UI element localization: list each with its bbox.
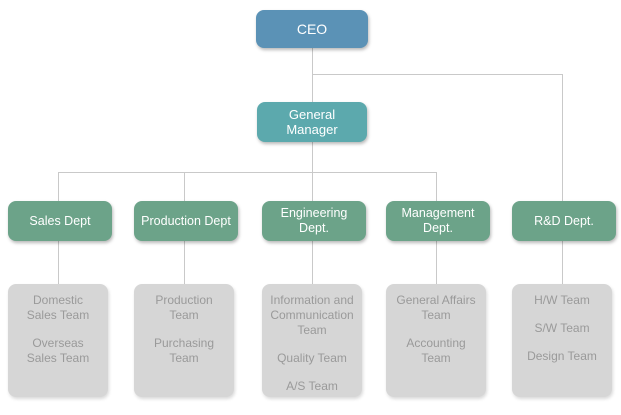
team-group-engineering: Information and Communication Team Quali… (262, 284, 362, 397)
connector-ceo-branch (312, 74, 563, 75)
team-item: Information and Communication Team (270, 293, 354, 337)
team-item: Purchasing Team (153, 336, 215, 365)
node-dept-rnd: R&D Dept. (512, 201, 616, 241)
team-group-production: Production Team Purchasing Team (134, 284, 234, 397)
node-dept-engineering: Engineering Dept. (262, 201, 366, 241)
dept-label: Sales Dept (29, 213, 91, 228)
dept-label: Production Dept (141, 213, 231, 228)
node-ceo: CEO (256, 10, 368, 48)
connector-rnd-teams (562, 241, 563, 284)
node-dept-production: Production Dept (134, 201, 238, 241)
team-group-rnd: H/W Team S/W Team Design Team (512, 284, 612, 397)
node-general-manager-label: General Manager (286, 106, 338, 137)
dept-label: R&D Dept. (534, 213, 594, 228)
connector-gm-bus (58, 172, 437, 173)
node-ceo-label: CEO (296, 20, 328, 37)
team-item: Domestic Sales Team (26, 293, 90, 322)
connector-drop-rnd-dept (562, 74, 563, 201)
node-dept-sales: Sales Dept (8, 201, 112, 241)
team-item: General Affairs Team (396, 293, 476, 322)
team-item: H/W Team (534, 293, 590, 307)
connector-production-teams (184, 241, 185, 284)
connector-ceo-to-gm (312, 48, 313, 102)
dept-label: Management Dept. (401, 206, 475, 235)
connector-gm-to-bus (312, 142, 313, 201)
dept-label: Engineering Dept. (280, 206, 348, 235)
team-item: Design Team (527, 349, 597, 363)
team-item: A/S Team (286, 379, 338, 393)
connector-engineering-teams (312, 241, 313, 284)
connector-drop-sales-dept (58, 172, 59, 201)
node-general-manager: General Manager (257, 102, 367, 142)
connector-drop-production-dept (184, 172, 185, 201)
team-item: Production Team (155, 293, 213, 322)
team-item: Quality Team (277, 351, 347, 365)
connector-management-teams (436, 241, 437, 284)
team-group-management: General Affairs Team Accounting Team (386, 284, 486, 397)
team-group-sales: Domestic Sales Team Overseas Sales Team (8, 284, 108, 397)
connector-sales-teams (58, 241, 59, 284)
team-item: Overseas Sales Team (26, 336, 90, 365)
team-item: S/W Team (534, 321, 590, 335)
node-dept-management: Management Dept. (386, 201, 490, 241)
connector-drop-management-dept (436, 172, 437, 201)
team-item: Accounting Team (406, 336, 466, 365)
